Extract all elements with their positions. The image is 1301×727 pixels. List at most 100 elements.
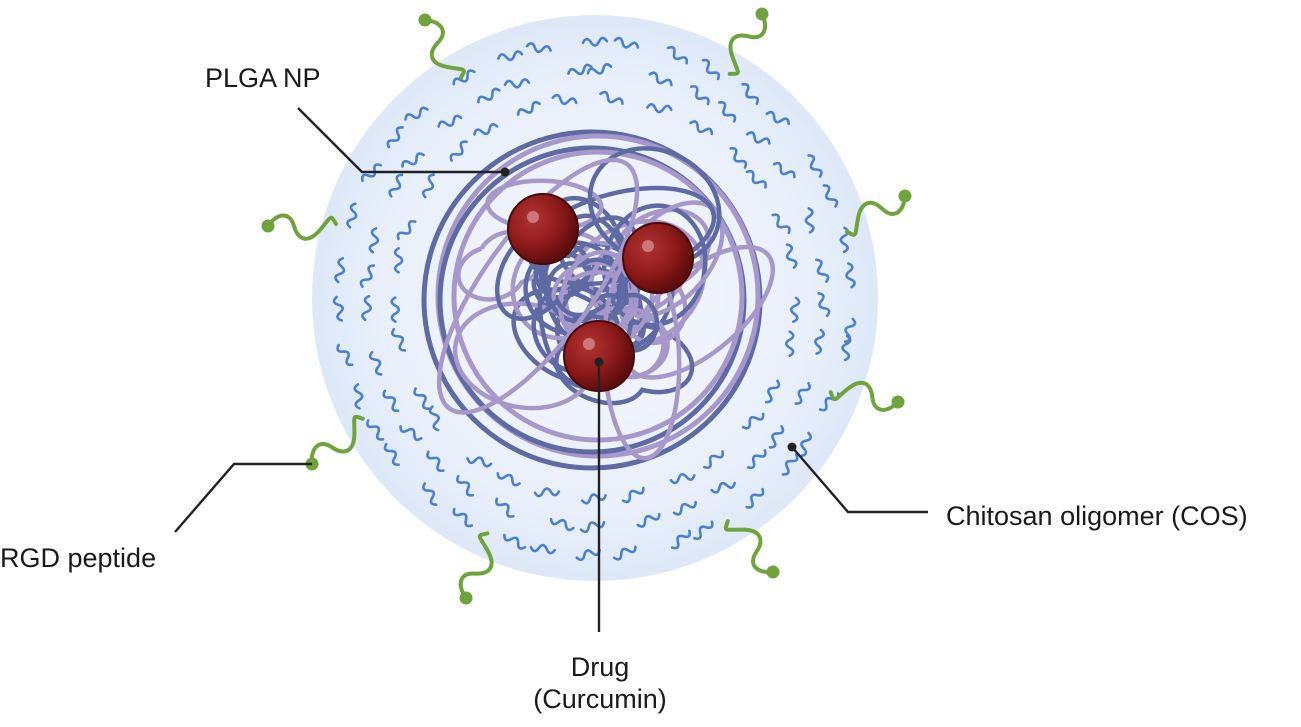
chitosan-chain <box>586 63 613 75</box>
chitosan-chain <box>360 163 383 183</box>
chitosan-chain-icon <box>332 36 857 562</box>
chitosan-chain <box>449 140 468 162</box>
label-drug-line2: (Curcumin) <box>533 684 667 714</box>
chitosan-chain <box>516 100 541 116</box>
chitosan-chain <box>768 425 785 449</box>
chitosan-chain <box>672 500 697 516</box>
chitosan-chain <box>670 529 692 550</box>
chitosan-chain <box>575 548 601 562</box>
chitosan-chain <box>503 533 527 550</box>
chitosan-chain <box>784 330 795 357</box>
chitosan-chain <box>745 487 765 509</box>
chitosan-chain <box>361 294 372 322</box>
chitosan-chain <box>765 110 791 126</box>
rgd-peptide <box>727 7 769 76</box>
rgd-peptide <box>723 519 780 579</box>
chitosan-chain <box>426 450 445 473</box>
chitosan-chain <box>388 173 404 198</box>
chitosan-chain <box>525 42 552 54</box>
chitosan-chain <box>396 219 417 241</box>
chitosan-chain <box>807 154 823 178</box>
plga-strand <box>436 157 640 415</box>
chitosan-chain <box>366 419 385 441</box>
plga-leader-dot <box>500 167 510 177</box>
chitosan-chain <box>386 126 404 149</box>
chitosan-chain <box>567 63 593 76</box>
chitosan-chain <box>391 327 407 352</box>
chitosan-chain <box>452 69 476 86</box>
chitosan-chain <box>701 58 721 81</box>
label-drug-line1: Drug <box>570 652 630 682</box>
chitosan-chain <box>693 520 714 541</box>
rgd-peptide <box>261 213 338 241</box>
chitosan-chain <box>710 481 736 494</box>
plga-leader <box>297 107 505 174</box>
plga-strand <box>558 249 636 344</box>
chitosan-chain <box>764 379 781 404</box>
chitosan-chain <box>466 456 493 468</box>
cos-leader <box>791 446 928 514</box>
chitosan-chain <box>781 453 799 476</box>
rgd-peptide <box>458 531 494 605</box>
chitosan-chain <box>437 114 463 128</box>
chitosan-chain <box>814 328 825 355</box>
chitosan-chain <box>551 93 578 106</box>
chitosan-chain <box>636 512 661 528</box>
chitosan-chain <box>841 334 852 362</box>
chitosan-chain <box>822 184 839 208</box>
chitosan-chain <box>799 431 813 458</box>
chitosan-chain <box>689 85 710 106</box>
chitosan-chain <box>393 247 404 274</box>
chitosan-chain <box>741 82 760 105</box>
chitosan-chain <box>689 120 714 136</box>
drug-sphere <box>507 193 579 265</box>
chitosan-chain <box>452 507 474 528</box>
chitosan-chain <box>646 103 673 114</box>
chitosan-chain <box>789 296 801 324</box>
chitosan-chain <box>497 50 524 62</box>
drug-sphere <box>622 222 694 294</box>
drug-leader-dot <box>594 357 604 367</box>
chitosan-chain <box>477 87 501 104</box>
chitosan-chain <box>669 473 696 485</box>
cos-leader-dot <box>787 442 797 452</box>
chitosan-chain <box>496 472 521 487</box>
label-drug: Drug (Curcumin) <box>505 651 695 715</box>
chitosan-chain <box>717 101 737 123</box>
chitosan-chain <box>529 543 556 555</box>
rgd-peptide <box>828 380 905 412</box>
label-plga-np: PLGA NP <box>205 63 321 93</box>
chitosan-chain <box>359 264 376 288</box>
chitosan-chain <box>785 243 798 269</box>
chitosan-chain <box>580 493 607 505</box>
chitosan-chain <box>581 36 609 47</box>
chitosan-chain <box>495 497 515 518</box>
chitosan-chain <box>503 78 531 89</box>
chitosan-chain <box>456 474 475 497</box>
rgd-peptide <box>418 13 466 80</box>
chitosan-chain <box>368 350 383 376</box>
chitosan-chain <box>746 449 767 470</box>
chitosan-chain <box>549 517 575 532</box>
label-chitosan-oligomer: Chitosan oligomer (COS) <box>946 501 1248 531</box>
drug-sphere-icon <box>507 193 694 392</box>
chitosan-chain <box>666 45 689 65</box>
chitosan-chain <box>745 169 767 189</box>
chitosan-chain <box>428 405 441 432</box>
chitosan-chain <box>346 202 358 229</box>
rgd-peptide <box>845 189 912 237</box>
chitosan-chain <box>579 521 606 534</box>
chitosan-chain <box>804 207 815 234</box>
chitosan-chain <box>382 389 400 413</box>
chitosan-chain <box>334 257 346 284</box>
chitosan-chain <box>612 545 637 561</box>
chitosan-chain <box>729 146 748 169</box>
chitosan-chain <box>613 36 640 49</box>
chitosan-chain <box>368 227 380 254</box>
label-rgd-peptide: RGD peptide <box>0 543 157 573</box>
chitosan-chain <box>745 131 771 145</box>
chitosan-chain <box>473 123 499 136</box>
chitosan-chain <box>772 161 796 179</box>
rgd-peptide-icon <box>261 7 912 605</box>
